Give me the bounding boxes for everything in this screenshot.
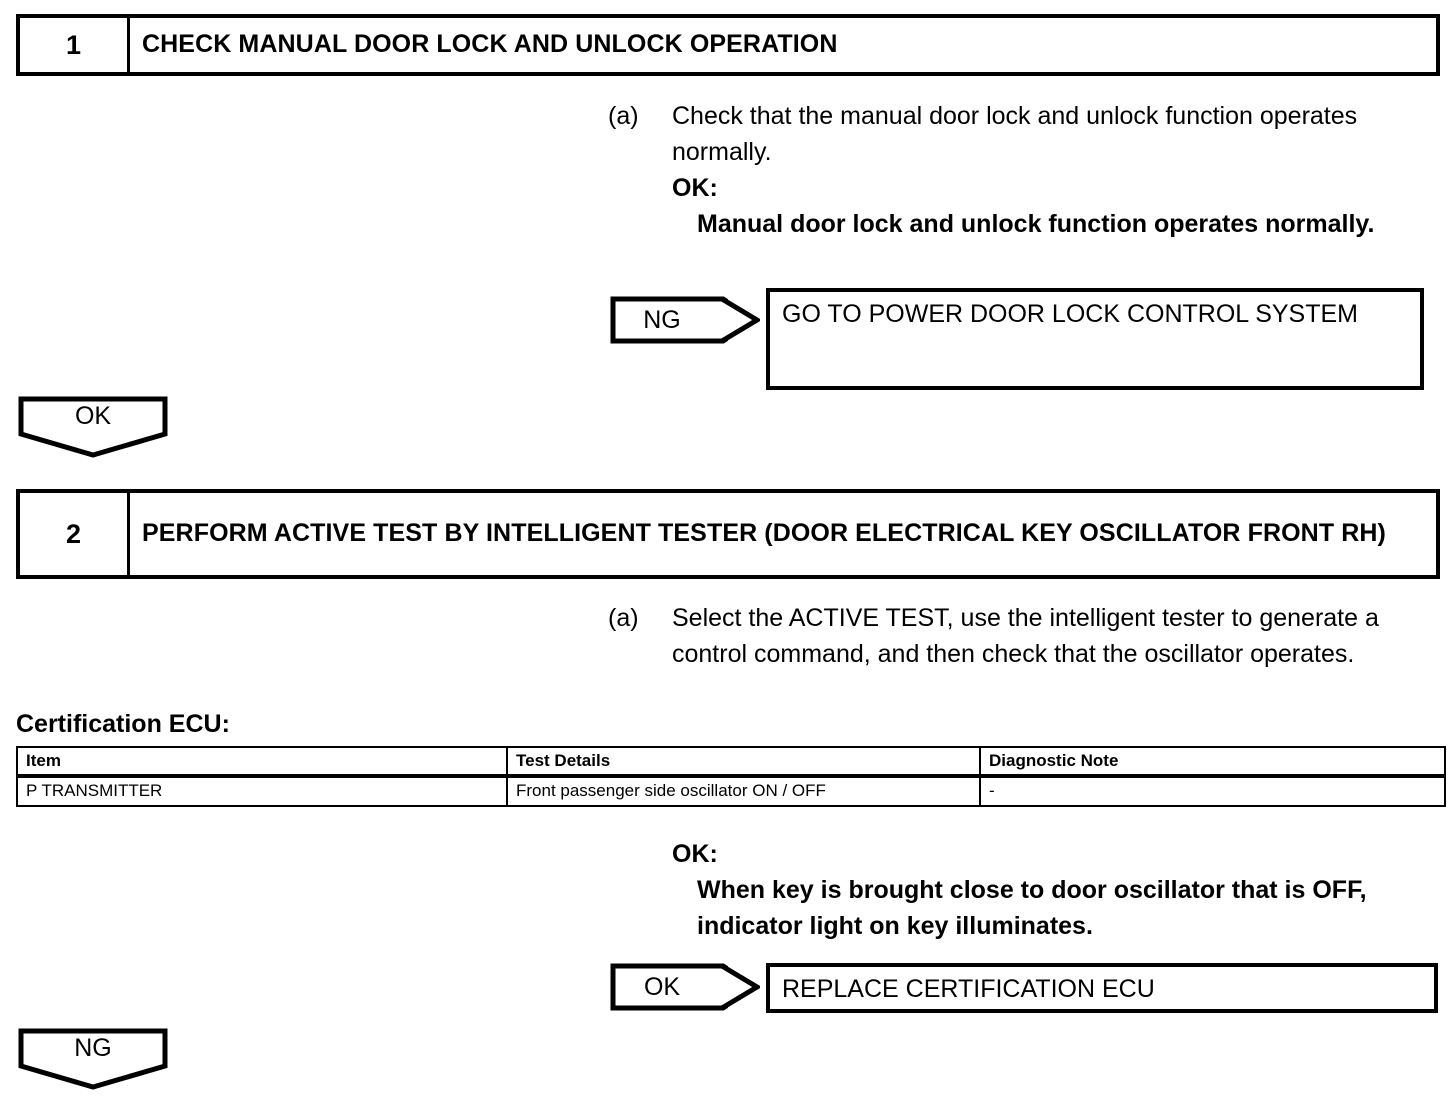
step-2-ok-result-text: REPLACE CERTIFICATION ECU <box>782 975 1155 1003</box>
step-2-ng-connector-label: NG <box>74 1033 112 1062</box>
step-1-ok-label: OK: <box>672 174 718 202</box>
step-2-ng-connector: NG <box>18 1028 168 1090</box>
active-test-table-body: P TRANSMITTER Front passenger side oscil… <box>16 775 1446 807</box>
step-2-header: 2 PERFORM ACTIVE TEST BY INTELLIGENT TES… <box>16 489 1440 579</box>
step-1-ng-result-text: GO TO POWER DOOR LOCK CONTROL SYSTEM <box>782 300 1359 328</box>
step-1-procedure-marker: (a) <box>608 102 639 130</box>
table-cell-test-details: Front passenger side oscillator ON / OFF <box>506 775 981 807</box>
step-2-ok-arrow: OK <box>610 963 760 1011</box>
step-2-ok-result: REPLACE CERTIFICATION ECU <box>766 963 1438 1013</box>
table-caption-text: Certification ECU: <box>16 710 230 738</box>
ok-arrow-icon <box>610 963 760 1011</box>
ok-down-arrow-icon <box>18 396 168 458</box>
step-2-number: 2 <box>20 493 130 575</box>
active-test-table: Item Test Details Diagnostic Note P TRAN… <box>16 745 1446 807</box>
step-2-procedure-marker: (a) <box>608 604 639 632</box>
table-header-test-details: Test Details <box>506 745 981 779</box>
step-1-procedure-text: Check that the manual door lock and unlo… <box>672 102 1358 166</box>
step-1-ng-label: NG <box>643 305 681 334</box>
table-header-item: Item <box>16 745 508 779</box>
step-1-procedure: (a) Check that the manual door lock and … <box>608 98 1408 242</box>
table-header-diagnostic-note: Diagnostic Note <box>979 745 1446 779</box>
active-test-table-head: Item Test Details Diagnostic Note <box>16 745 1446 779</box>
ng-down-arrow-icon <box>18 1028 168 1090</box>
step-1-procedure-row: (a) Check that the manual door lock and … <box>608 98 1408 170</box>
step-1-ng-result: GO TO POWER DOOR LOCK CONTROL SYSTEM <box>766 288 1424 390</box>
step-2-procedure: (a) Select the ACTIVE TEST, use the inte… <box>608 600 1408 672</box>
step-1-ok-connector: OK <box>18 396 168 458</box>
step-2-ok-condition: OK: When key is brought close to door os… <box>608 836 1408 944</box>
step-1-number: 1 <box>20 18 130 72</box>
step-1-ok-detail: Manual door lock and unlock function ope… <box>697 210 1375 238</box>
step-1-header: 1 CHECK MANUAL DOOR LOCK AND UNLOCK OPER… <box>16 14 1440 76</box>
table-caption: Certification ECU: <box>16 712 230 737</box>
step-2-procedure-text: Select the ACTIVE TEST, use the intellig… <box>672 604 1379 668</box>
step-2-procedure-row: (a) Select the ACTIVE TEST, use the inte… <box>608 600 1408 672</box>
step-2-ok-label: OK: <box>672 840 718 868</box>
step-1-ok-connector-label: OK <box>74 401 112 430</box>
step-2-ok-detail: When key is brought close to door oscill… <box>697 876 1367 940</box>
table-header-row: Item Test Details Diagnostic Note <box>16 745 1446 779</box>
step-2-title: PERFORM ACTIVE TEST BY INTELLIGENT TESTE… <box>142 519 1386 548</box>
table-cell-item: P TRANSMITTER <box>16 775 508 807</box>
step-1-ng-arrow: NG <box>610 296 760 344</box>
step-1-title: CHECK MANUAL DOOR LOCK AND UNLOCK OPERAT… <box>142 30 838 59</box>
ng-arrow-icon <box>610 296 760 344</box>
step-2-ok-label-arrow: OK <box>643 972 681 1001</box>
table-row: P TRANSMITTER Front passenger side oscil… <box>16 775 1446 807</box>
table-cell-diagnostic-note: - <box>979 775 1446 807</box>
